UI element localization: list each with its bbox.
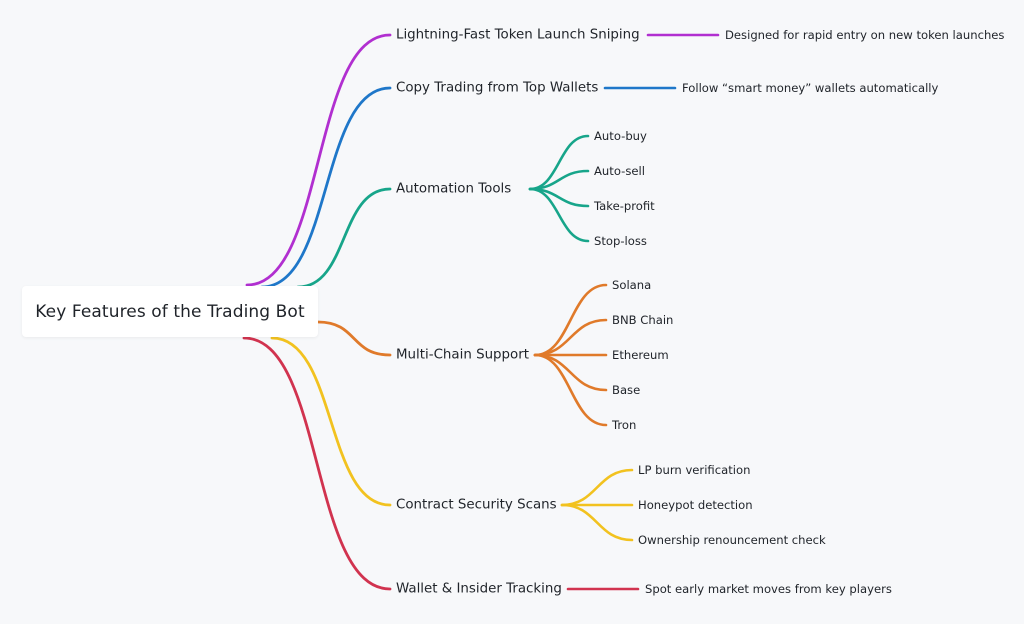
leaf-connector xyxy=(560,468,634,507)
leaf-connector xyxy=(533,353,608,392)
root-node-label: Key Features of the Trading Bot xyxy=(35,301,305,322)
branch-connector xyxy=(260,86,392,289)
leaf-node: Take-profit xyxy=(594,199,655,213)
leaf-node: Ethereum xyxy=(612,348,669,362)
leaf-node: Follow “smart money” wallets automatical… xyxy=(682,81,939,95)
leaf-connector xyxy=(533,318,608,357)
leaf-node: LP burn verification xyxy=(638,463,751,477)
branch-node: Automation Tools xyxy=(396,181,512,197)
branch-node: Lightning-Fast Token Launch Sniping xyxy=(396,27,640,43)
branch-connector xyxy=(296,187,392,289)
leaf-connector xyxy=(533,283,608,357)
branch-connector xyxy=(316,320,392,357)
branch-connector xyxy=(270,336,392,507)
leaf-node: Auto-buy xyxy=(594,129,647,143)
leaf-node: Spot early market moves from key players xyxy=(645,582,892,596)
leaf-node: Stop-loss xyxy=(594,234,647,248)
leaf-connector xyxy=(528,187,590,243)
leaf-node: Solana xyxy=(612,278,652,292)
branch-node: Copy Trading from Top Wallets xyxy=(396,80,599,96)
root-node: Key Features of the Trading Bot xyxy=(22,286,318,337)
leaf-node: Honeypot detection xyxy=(638,498,753,512)
leaf-node: Base xyxy=(612,383,641,397)
branch-node: Contract Security Scans xyxy=(396,497,557,513)
leaf-node: Tron xyxy=(612,418,637,432)
leaf-node: Ownership renouncement check xyxy=(638,533,826,547)
leaf-node: Auto-sell xyxy=(594,164,645,178)
branch-connector xyxy=(242,336,392,591)
leaf-connector xyxy=(560,503,634,542)
leaf-node: BNB Chain xyxy=(612,313,674,327)
leaf-node: Designed for rapid entry on new token la… xyxy=(725,28,1005,42)
branch-node: Wallet & Insider Tracking xyxy=(396,581,562,597)
branch-connector xyxy=(245,33,392,287)
leaf-connector xyxy=(533,353,608,427)
branch-node: Multi-Chain Support xyxy=(396,347,530,363)
